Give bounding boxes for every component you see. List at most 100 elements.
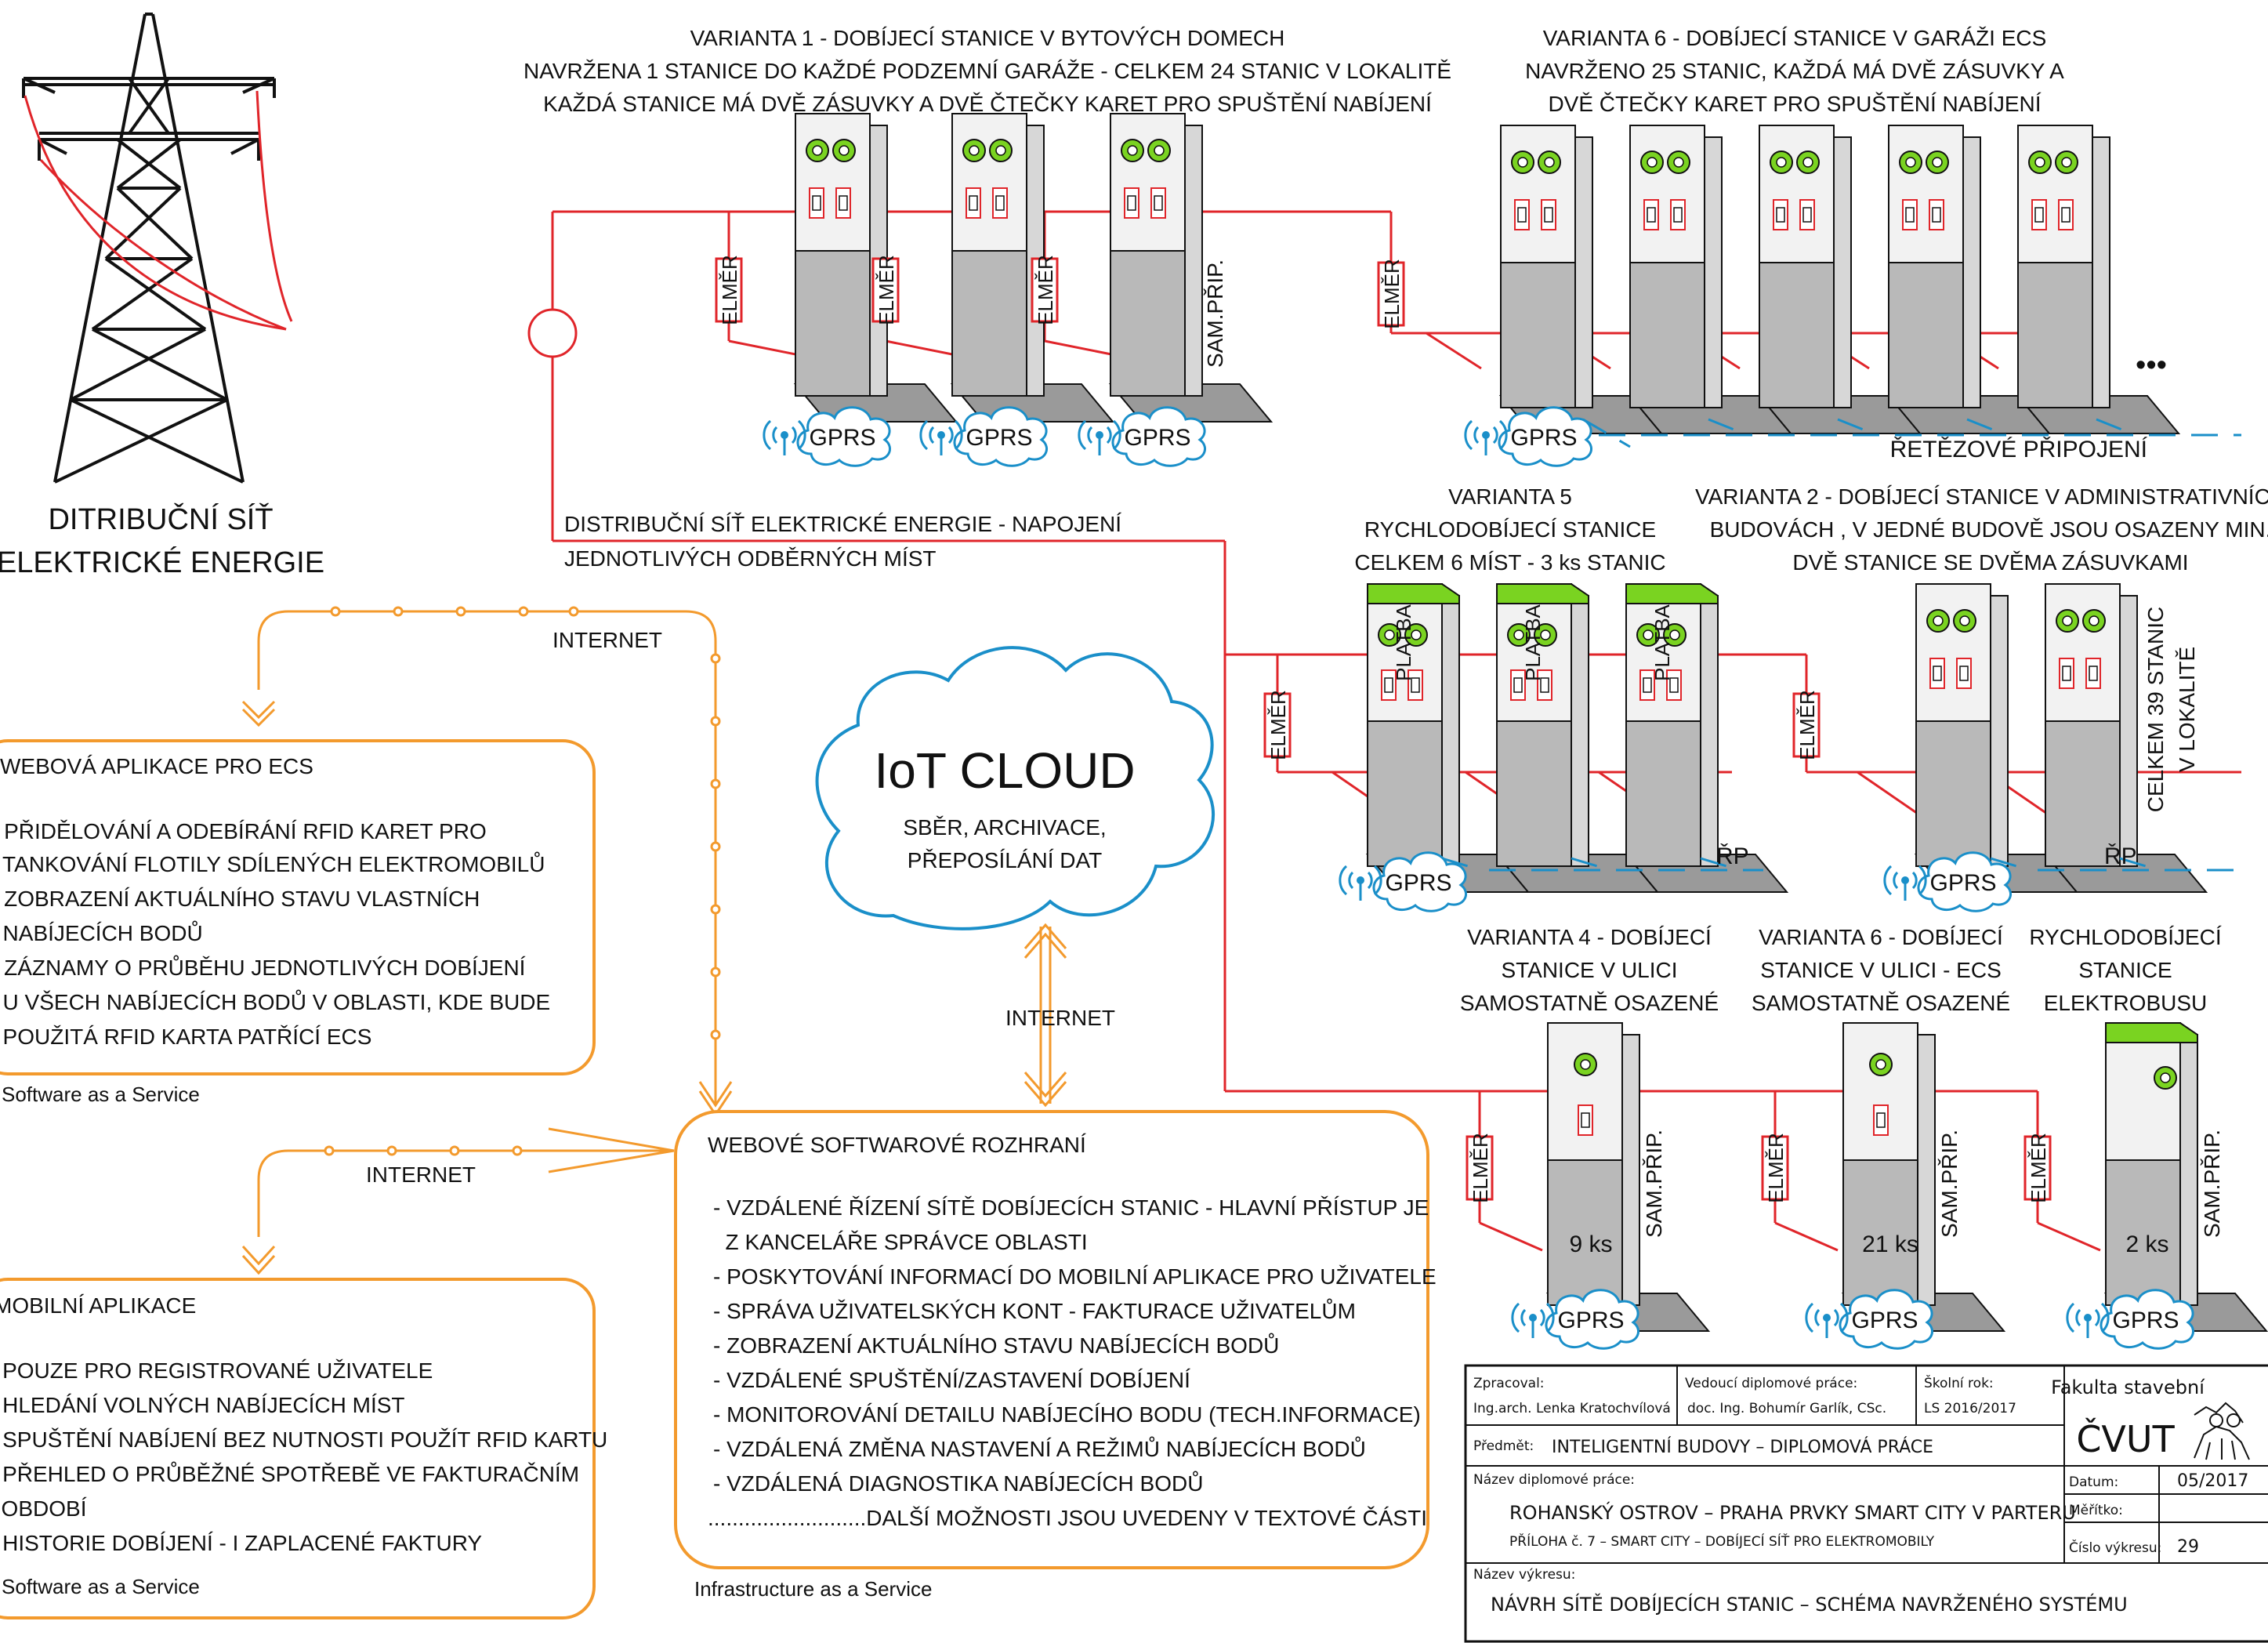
elmer-label: ELMĚR	[2027, 1133, 2050, 1203]
gprs-label: GPRS	[1557, 1308, 1624, 1333]
variant6-street-title-3: SAMOSTATNĚ OSAZENÉ	[1752, 991, 2010, 1015]
web-app-title: WEBOVÁ APLIKACE PRO ECS	[0, 754, 313, 778]
elmer-label: ELMĚR	[1469, 1133, 1492, 1203]
tb-meritko-label: Měřítko:	[2069, 1503, 2123, 1518]
variant2-rp: ŘP	[2104, 843, 2137, 869]
variant1-title-1: VARIANTA 1 - DOBÍJECÍ STANICE V BYTOVÝCH…	[690, 26, 1285, 50]
bus-count: 2 ks	[2125, 1231, 2168, 1257]
variant6-street-title-2: STANICE V ULICI - ECS	[1760, 958, 2002, 982]
variant6-street-title-1: VARIANTA 6 - DOBÍJECÍ	[1759, 925, 2003, 949]
tb-cislo: 29	[2177, 1537, 2199, 1557]
mobile-app-caption: Software as a Service	[2, 1575, 200, 1598]
platba-label: PLATBA	[1392, 604, 1415, 680]
variant6-title-3: DVĚ ČTEČKY KARET PRO SPUŠTĚNÍ NABÍJENÍ	[1548, 92, 2041, 116]
variant2-total-2: V LOKALITĚ	[2175, 647, 2199, 772]
tb-datum-label: Datum:	[2069, 1474, 2118, 1490]
iot-cloud-line2: PŘEPOSÍLÁNÍ DAT	[908, 848, 1102, 872]
variant5-title-2: RYCHLODOBÍJECÍ STANICE	[1364, 517, 1656, 542]
variant6-title-1: VARIANTA 6 - DOBÍJECÍ STANICE V GARÁŽI E…	[1543, 26, 2047, 50]
variant2-title-2: BUDOVÁCH , V JEDNÉ BUDOVĚ JSOU OSAZENY M…	[1710, 517, 2268, 542]
tb-fakulta: Fakulta stavební	[2051, 1376, 2205, 1398]
distribution-label-2: JEDNOTLIVÝCH ODBĚRNÝCH MÍST	[564, 546, 937, 571]
elmer-label: ELMĚR	[875, 255, 898, 325]
tb-datum: 05/2017	[2177, 1471, 2248, 1491]
tb-predmet: INTELIGENTNÍ BUDOVY – DIPLOMOVÁ PRÁCE	[1552, 1437, 1933, 1457]
variant4-title-1: VARIANTA 4 - DOBÍJECÍ	[1467, 925, 1712, 949]
variant5-title-1: VARIANTA 5	[1448, 484, 1572, 509]
elmer-label: ELMĚR	[1266, 690, 1290, 760]
gprs-label: GPRS	[1124, 425, 1190, 451]
tower-label-2: ELEKTRICKÉ ENERGIE	[0, 546, 324, 579]
tb-zpracoval: Ing.arch. Lenka Kratochvílová	[1473, 1401, 1671, 1416]
gprs-label: GPRS	[1510, 425, 1577, 451]
web-app-line: - ZOBRAZENÍ AKTUÁLNÍHO STAVU VLASTNÍCH	[0, 887, 480, 911]
web-interface-line: - SPRÁVA UŽIVATELSKÝCH KONT - FAKTURACE …	[713, 1298, 1356, 1323]
variant2-title-1: VARIANTA 2 - DOBÍJECÍ STANICE V ADMINIST…	[1695, 484, 2268, 509]
title-block	[1464, 1364, 2268, 1643]
gprs-label: GPRS	[1851, 1308, 1918, 1333]
web-interface-title: WEBOVÉ SOFTWAROVÉ ROZHRANÍ	[708, 1133, 1086, 1157]
mobile-app-line: - SPUŠTĚNÍ NABÍJENÍ BEZ NUTNOSTI POUŽÍT …	[0, 1427, 607, 1452]
web-interface-caption: Infrastructure as a Service	[694, 1577, 932, 1601]
web-interface-box	[674, 1110, 1429, 1569]
tb-nazev-prace-label: Název diplomové práce:	[1473, 1472, 1635, 1488]
cvut-logo-icon	[2194, 1402, 2250, 1460]
mobile-app-line: OBDOBÍ	[0, 1496, 87, 1521]
gprs-label: GPRS	[966, 425, 1032, 451]
variant6-title-2: NAVRŽENO 25 STANIC, KAŽDÁ MÁ DVĚ ZÁSUVKY…	[1525, 59, 2064, 83]
mobile-app-box	[0, 1278, 596, 1619]
web-app-line: TANKOVÁNÍ FLOTILY SDÍLENÝCH ELEKTROMOBIL…	[0, 851, 545, 876]
web-app-line: POUŽITÁ RFID KARTA PATŘÍCÍ ECS	[0, 1025, 371, 1049]
web-interface-line: - VZDÁLENÉ ŘÍZENÍ SÍTĚ DOBÍJECÍCH STANIC…	[713, 1195, 1429, 1220]
elmer-label: ELMĚR	[1795, 690, 1819, 760]
bus-sam-prip: SAM.PŘIP.	[2200, 1130, 2224, 1238]
variant5-rp: ŘP	[1716, 843, 1749, 869]
iot-cloud-title: IoT CLOUD	[874, 742, 1135, 799]
variant1-title-3: KAŽDÁ STANICE MÁ DVĚ ZÁSUVKY A DVĚ ČTEČK…	[543, 92, 1432, 116]
gprs-label: GPRS	[1385, 870, 1451, 896]
web-app-line: - PŘIDĚLOVÁNÍ A ODEBÍRÁNÍ RFID KARET PRO	[0, 819, 487, 843]
gprs-label: GPRS	[2112, 1308, 2179, 1333]
web-app-line: - ZÁZNAMY O PRŮBĚHU JEDNOTLIVÝCH DOBÍJEN…	[0, 955, 526, 980]
tb-rok-label: Školní rok:	[1924, 1374, 1994, 1391]
platba-label: PLATBA	[1650, 604, 1674, 680]
bus-title-1: RYCHLODOBÍJECÍ	[2029, 925, 2222, 949]
web-interface-line: Z KANCELÁŘE SPRÁVCE OBLASTI	[713, 1230, 1088, 1254]
elmer-label: ELMĚR	[1764, 1133, 1788, 1203]
variant6-ellipsis: •••	[2136, 349, 2167, 382]
power-line-wires	[24, 90, 293, 331]
web-interface-line: - VZDÁLENÉ SPUŠTĚNÍ/ZASTAVENÍ DOBÍJENÍ	[713, 1368, 1190, 1392]
tb-vedouci: doc. Ing. Bohumír Garlík, CSc.	[1687, 1401, 1886, 1416]
iot-cloud-line1: SBĚR, ARCHIVACE,	[903, 815, 1106, 840]
web-app-caption: Software as a Service	[2, 1083, 200, 1106]
internet-label: INTERNET	[553, 628, 662, 652]
internet-link-nodes	[324, 606, 721, 1156]
variant4-title-3: SAMOSTATNĚ OSAZENÉ	[1460, 991, 1719, 1015]
web-app-box	[0, 739, 596, 1075]
variant5-chain-lines	[1441, 857, 1763, 872]
bus-title-2: STANICE	[2078, 958, 2172, 982]
bus-title-3: ELEKTROBUSU	[2044, 991, 2208, 1015]
web-interface-line: - ZOBRAZENÍ AKTUÁLNÍHO STAVU NABÍJECÍCH …	[713, 1333, 1279, 1358]
tower-label-1: DITRIBUČNÍ SÍŤ	[48, 502, 273, 536]
tb-vedouci-label: Vedoucí diplomové práce:	[1685, 1376, 1857, 1391]
elmer-label: ELMĚR	[718, 255, 741, 325]
tb-nazev-vykresu-label: Název výkresu:	[1473, 1567, 1575, 1583]
variant2-total-1: CELKEM 39 STANIC	[2143, 607, 2168, 812]
tb-priloha: PŘÍLOHA č. 7 – SMART CITY – DOBÍJECÍ SÍŤ…	[1509, 1532, 1935, 1550]
web-interface-line: - POSKYTOVÁNÍ INFORMACÍ DO MOBILNÍ APLIK…	[713, 1264, 1437, 1289]
web-interface-line: - VZDÁLENÁ DIAGNOSTIKA NABÍJECÍCH BODŮ	[713, 1471, 1203, 1496]
variant6-street-sam-prip: SAM.PŘIP.	[1937, 1130, 1962, 1238]
tb-nazev-vykresu: NÁVRH SÍTĚ DOBÍJECÍCH STANIC – SCHÉMA NA…	[1491, 1593, 2128, 1616]
tb-cvut: ČVUT	[2076, 1417, 2175, 1460]
web-app-line: U VŠECH NABÍJECÍCH BODŮ V OBLASTI, KDE B…	[0, 989, 550, 1014]
variant1-title-2: NAVRŽENA 1 STANICE DO KAŽDÉ PODZEMNÍ GAR…	[524, 59, 1451, 83]
variant6-street-count: 21 ks	[1862, 1231, 1918, 1257]
tb-rok: LS 2016/2017	[1924, 1401, 2016, 1416]
mobile-app-line: - HLEDÁNÍ VOLNÝCH NABÍJECÍCH MÍST	[0, 1393, 405, 1417]
variant4-count: 9 ks	[1569, 1231, 1612, 1257]
variant4-sam-prip: SAM.PŘIP.	[1642, 1130, 1666, 1238]
internet-label: INTERNET	[1005, 1006, 1115, 1030]
mobile-app-line: - HISTORIE DOBÍJENÍ - I ZAPLACENÉ FAKTUR…	[0, 1531, 482, 1555]
variant5-title-3: CELKEM 6 MÍST - 3 ks STANIC	[1354, 550, 1665, 575]
